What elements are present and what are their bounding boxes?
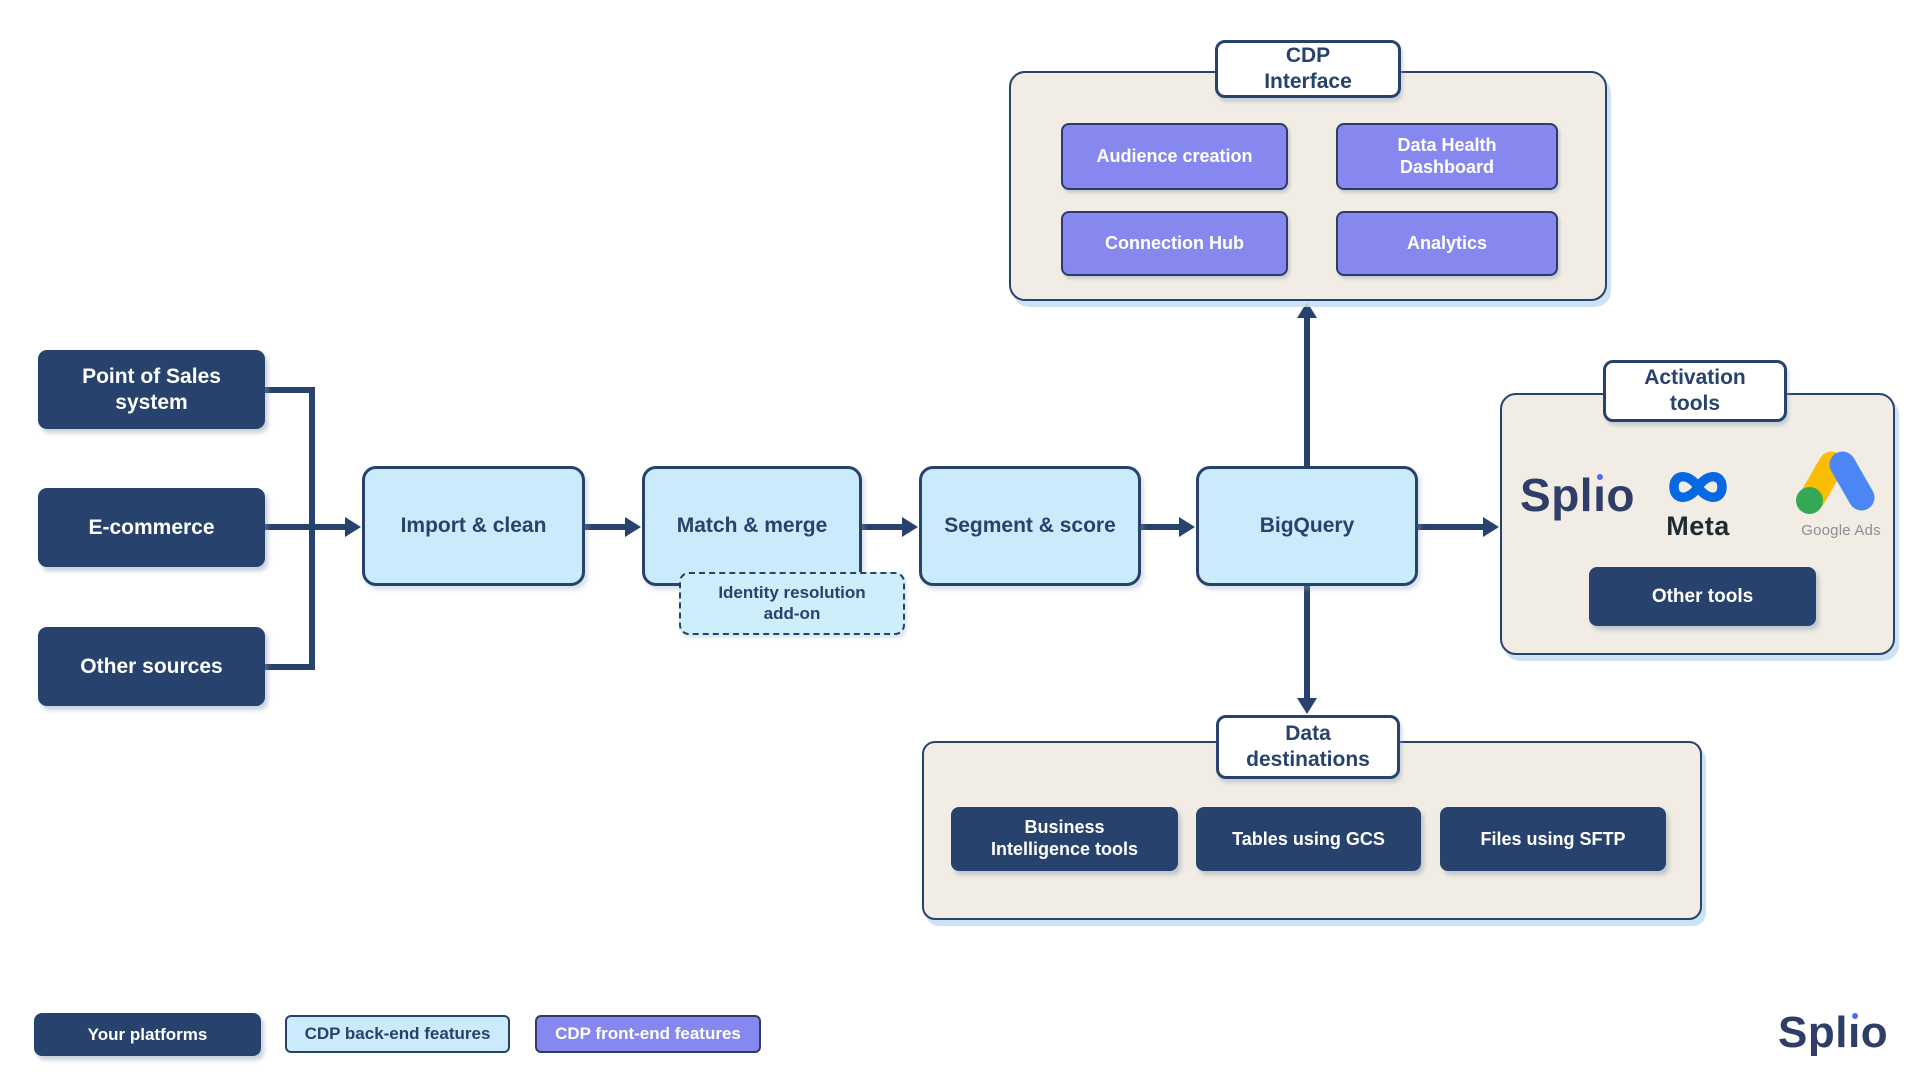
cdp-interface-title-line2: Interface: [1264, 70, 1352, 93]
node-data-health-dashboard: Data Health Dashboard: [1336, 123, 1558, 190]
activation-tools-title-line2: tools: [1669, 392, 1721, 415]
google-ads-icon: [1793, 446, 1880, 516]
data-destinations-title-line2: destinations: [1246, 748, 1370, 771]
activation-tools-title: Activation tools: [1603, 360, 1787, 422]
cdp-interface-title-line1: CDP: [1285, 44, 1331, 68]
legend-label: Your platforms: [87, 1024, 208, 1044]
node-label: Other sources: [80, 654, 223, 678]
meta-logo: Meta: [1648, 452, 1748, 552]
node-label: E-commerce: [88, 515, 215, 539]
node-label: Data Health Dashboard: [1397, 134, 1497, 177]
node-files-using-sftp: Files using SFTP: [1440, 807, 1666, 871]
meta-infinity-icon: [1669, 471, 1727, 502]
google-ads-logo: Google Ads: [1793, 446, 1889, 548]
node-label: Point of Sales system: [82, 364, 221, 414]
node-identity-resolution-addon: Identity resolution add-on: [679, 572, 905, 635]
node-tables-using-gcs: Tables using GCS: [1196, 807, 1421, 871]
node-label: Import & clean: [400, 514, 547, 537]
node-business-intelligence-tools: Business Intelligence tools: [951, 807, 1178, 871]
node-label: Segment & score: [944, 514, 1116, 537]
node-label: Connection Hub: [1105, 233, 1244, 253]
node-label: Other tools: [1651, 585, 1754, 607]
node-label: Audience creation: [1096, 145, 1253, 166]
meta-logo-text: Meta: [1666, 510, 1730, 541]
node-analytics: Analytics: [1336, 211, 1558, 276]
legend-your-platforms: Your platforms: [34, 1013, 261, 1056]
node-label: Files using SFTP: [1480, 828, 1626, 849]
node-label: Business Intelligence tools: [990, 817, 1139, 859]
data-destinations-title-line1: Data: [1285, 722, 1331, 746]
node-ecommerce: E-commerce: [38, 488, 265, 567]
legend-cdp-frontend-features: CDP front-end features: [535, 1015, 761, 1053]
node-label: Analytics: [1406, 233, 1488, 253]
legend-label: CDP front-end features: [555, 1024, 741, 1043]
data-destinations-title: Data destinations: [1216, 715, 1400, 779]
node-other-tools: Other tools: [1589, 567, 1816, 626]
node-label: Tables using GCS: [1232, 828, 1385, 849]
node-import-clean: Import & clean: [362, 466, 585, 586]
node-point-of-sales: Point of Sales system: [38, 350, 265, 429]
node-connection-hub: Connection Hub: [1061, 211, 1288, 276]
cdp-interface-title: CDP Interface: [1215, 40, 1401, 98]
node-other-sources: Other sources: [38, 627, 265, 706]
node-label: Identity resolution add-on: [718, 582, 866, 623]
node-bigquery: BigQuery: [1196, 466, 1418, 586]
google-ads-logo-text: Google Ads: [1801, 522, 1881, 539]
node-match-merge: Match & merge: [642, 466, 862, 586]
node-label: Match & merge: [676, 514, 828, 537]
google-ads-green-dot: [1796, 487, 1823, 514]
node-audience-creation: Audience creation: [1061, 123, 1288, 190]
node-segment-score: Segment & score: [919, 466, 1141, 586]
activation-tools-title-line1: Activation: [1644, 366, 1746, 390]
legend-label: CDP back-end features: [304, 1024, 491, 1043]
legend-cdp-backend-features: CDP back-end features: [285, 1015, 510, 1053]
node-label: BigQuery: [1259, 514, 1355, 537]
